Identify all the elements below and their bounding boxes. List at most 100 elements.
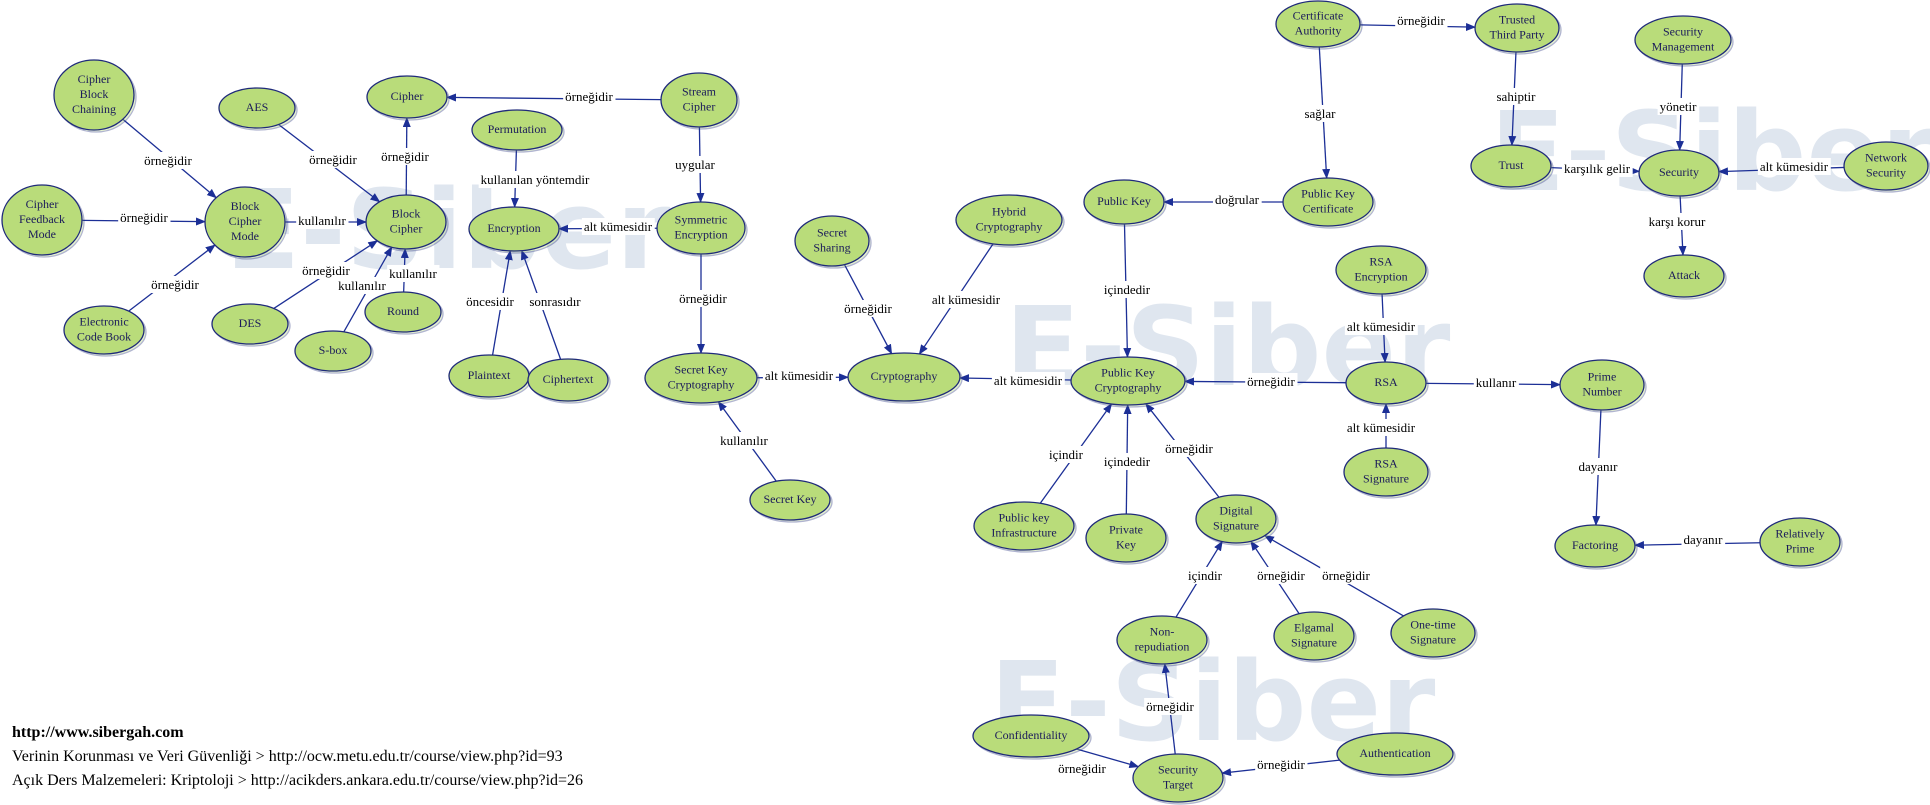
edge-label-text: örneğidir [1257,757,1305,772]
node-ellipse [63,305,145,355]
edge-label-text: örneğidir [844,301,892,316]
edge-label-text: karşılık gelir [1564,161,1631,176]
node-label: Electronic [79,314,128,328]
node-plaintext[interactable]: Plaintext [448,354,532,400]
node-label: Trust [1499,158,1525,172]
node-label: Round [387,304,419,318]
edge-label: kullanır [1473,373,1519,391]
node-rsa[interactable]: RSA [1345,361,1429,407]
node-label: Chaining [72,102,116,116]
edge-label: alt kümesidir [929,290,1003,308]
edge-label-text: kullanılır [720,433,768,448]
node-secretkey[interactable]: Secret Key [749,479,833,523]
node-label: RSA [1374,375,1398,389]
edge-label-text: içindir [1049,447,1084,462]
node-label: Authority [1295,23,1342,37]
node-ciphertext[interactable]: Ciphertext [527,358,611,404]
edge-label: örneğidir [1395,11,1448,29]
footer-site-url[interactable]: http://www.sibergah.com [12,724,184,741]
node-confidentiality[interactable]: Confidentiality [972,714,1092,760]
edge-label-text: örneğidir [679,291,727,306]
node-cipher[interactable]: Cipher [366,75,450,121]
edge-label-layer: örneğidir örneğidir örneğidir kullanılır örn… [118,11,1831,777]
node-label: Signature [1410,632,1456,646]
node-label: Security [1659,165,1699,179]
edge-label: örneğidir [142,151,195,169]
edge-label-background [527,292,584,310]
edge-label-background [478,170,593,188]
node-label: Certificate [1303,201,1354,215]
edge-label-background [1344,317,1418,335]
edge-label: örneğidir [379,147,432,165]
node-ellipse [1843,141,1929,191]
node-label: Stream [682,84,717,98]
node-label: Plaintext [468,368,511,382]
node-label: Block [392,206,421,220]
node-security[interactable]: Security [1638,149,1722,199]
edge-label-text: yönetir [1660,99,1697,114]
node-nonrep[interactable]: Non-repudiation [1116,615,1210,667]
edge-label-background [1657,97,1700,115]
edge-label: örneğidir [1320,566,1373,584]
edge-label-background [1101,280,1153,298]
node-cryptography[interactable]: Cryptography [847,352,963,404]
node-label: Digital [1219,503,1253,517]
node-round[interactable]: Round [364,291,444,335]
edge-label-text: dayanır [1579,459,1619,474]
node-des[interactable]: DES [211,303,291,347]
node-aes[interactable]: AES [218,87,298,131]
edge-label: içindedir [1101,280,1153,298]
edge-label: örneğidir [842,299,895,317]
node-publickey[interactable]: Public Key [1083,179,1167,227]
edge-label-text: alt kümesidir [1347,420,1416,435]
edge-label-background [296,211,349,229]
node-encryption[interactable]: Encryption [468,206,562,254]
node-label: Security [1866,165,1906,179]
edge-label: karşılık gelir [1561,159,1633,177]
edge-label-background [118,208,171,226]
node-trust[interactable]: Trust [1470,144,1554,190]
node-ellipse [644,352,758,404]
edge-label-text: kullanılır [338,278,386,293]
node-authentication[interactable]: Authentication [1336,732,1456,778]
node-label: Management [1652,39,1715,53]
edge-label-text: örneğidir [1257,568,1305,583]
edge-label: alt kümesidir [1344,317,1418,335]
node-factoring[interactable]: Factoring [1554,524,1638,570]
edge-label-background [1163,439,1216,457]
node-ellipse [1390,608,1476,658]
node-label: RSA [1374,456,1398,470]
node-attack[interactable]: Attack [1643,254,1727,300]
node-permutation[interactable]: Permutation [471,109,565,153]
node-sbox[interactable]: S-box [294,330,374,374]
edge-label: alt kümesidir [991,371,1065,389]
node-label: Third Party [1490,27,1545,41]
node-label: Cipher [390,221,423,235]
